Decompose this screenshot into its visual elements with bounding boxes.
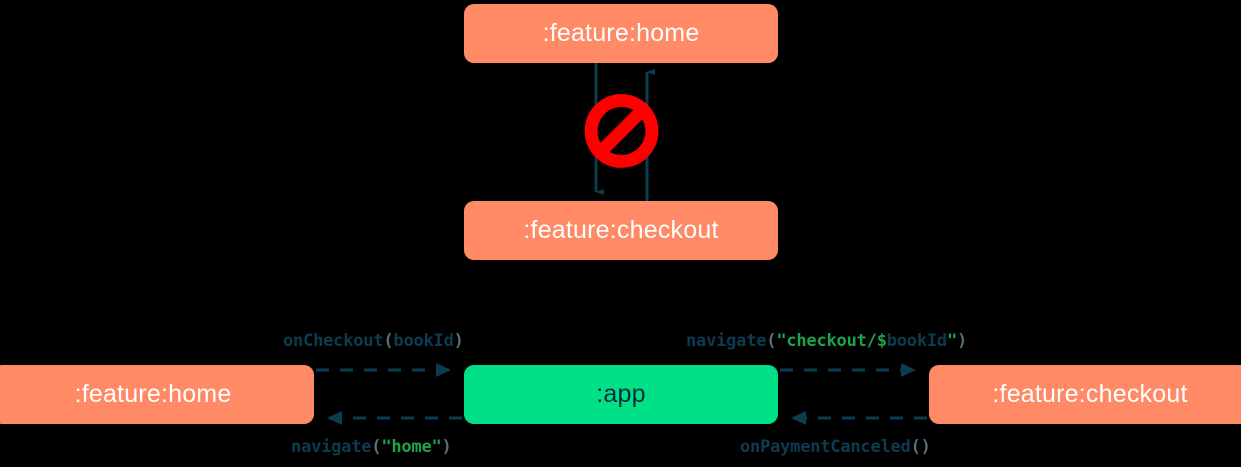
node-label: :feature:home [74, 380, 232, 408]
no-entry-icon [584, 94, 659, 168]
node-label: :feature:checkout [523, 216, 719, 244]
node-feature-home-bottom[interactable]: :feature:home [0, 365, 314, 424]
code-token-punct: ( [383, 331, 394, 351]
code-token-fn: onPaymentCanceled [740, 437, 911, 457]
code-token-punct: ) [453, 331, 464, 351]
node-feature-checkout-bottom[interactable]: :feature:checkout [929, 365, 1241, 424]
code-token-punct: ) [441, 437, 452, 457]
code-token-fn: onCheckout [283, 331, 384, 351]
code-token-str: "home" [381, 437, 442, 457]
node-label: :feature:checkout [992, 380, 1188, 408]
code-token-str: "checkout/ [776, 331, 877, 351]
code-token-var: bookId [393, 331, 454, 351]
node-label: :feature:home [542, 19, 700, 47]
code-token-punct: () [910, 437, 931, 457]
code-token-var: bookId [886, 331, 947, 351]
edge-label-on-payment-canceled: onPaymentCanceled() [740, 437, 931, 457]
code-token-fn: navigate [291, 437, 372, 457]
edge-label-navigate-checkout: navigate("checkout/$bookId") [686, 331, 967, 351]
code-token-punct: ( [766, 331, 777, 351]
node-feature-checkout-top[interactable]: :feature:checkout [464, 201, 778, 260]
node-app[interactable]: :app [464, 365, 778, 424]
code-token-punct: ) [957, 331, 968, 351]
code-token-str: $ [876, 331, 887, 351]
code-token-str: " [946, 331, 957, 351]
code-token-fn: navigate [686, 331, 767, 351]
node-feature-home-top[interactable]: :feature:home [464, 4, 778, 63]
node-label: :app [596, 380, 646, 408]
code-token-punct: ( [371, 437, 382, 457]
edge-label-on-checkout: onCheckout(bookId) [283, 331, 464, 351]
edge-label-navigate-home: navigate("home") [291, 437, 452, 457]
